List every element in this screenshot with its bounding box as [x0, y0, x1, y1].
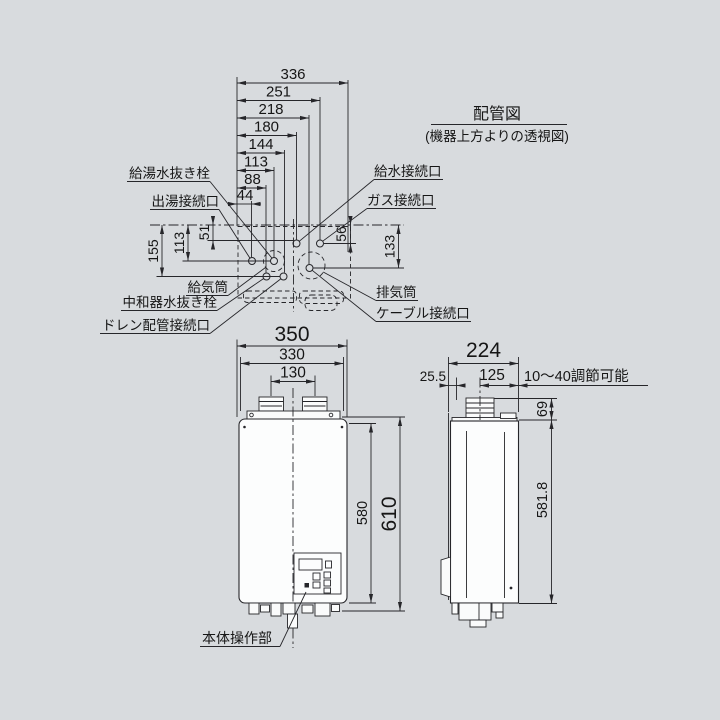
dim-336: 336	[280, 66, 305, 83]
dim-125: 125	[479, 367, 505, 384]
water-supply-port	[292, 239, 301, 248]
front-top-flange	[246, 410, 341, 420]
dim-180: 180	[254, 119, 279, 136]
exhaust-duct-circle	[297, 251, 326, 280]
control-panel-button	[312, 572, 321, 581]
label-drain-pipe-connection: ドレン配管接続口	[102, 317, 210, 333]
hot-water-drain-plug-port	[270, 257, 278, 265]
piping-labels: 給湯水抜き栓 出湯接続口 給気筒 中和器水抜き栓 ドレン配管接続口 給水接続口 …	[100, 163, 471, 334]
label-neutralizer-drain-plug: 中和器水抜き栓	[123, 295, 218, 310]
dim-113-left: 113	[171, 232, 187, 255]
control-panel-button	[323, 579, 331, 587]
front-width-dimensions: 350 330 130	[236, 323, 348, 417]
dim-610: 610	[378, 496, 401, 531]
front-bottom-fittings	[248, 602, 340, 629]
label-cable-connection: ケーブル接続口	[376, 305, 470, 321]
front-fitting-left-dashed	[243, 290, 297, 303]
control-panel-button	[323, 571, 331, 579]
dim-113: 113	[244, 154, 268, 171]
dim-130: 130	[280, 365, 306, 382]
cable-port	[305, 264, 314, 272]
diagram-title-block: 配管図 (機器上方よりの透視図)	[425, 105, 569, 144]
side-view: 224 25.5 125 10〜40調節可能 69 581.8	[420, 339, 648, 628]
front-fitting-right-dashed	[299, 290, 344, 304]
control-panel-display	[298, 558, 323, 571]
dim-51: 51	[196, 225, 212, 241]
flange-screw-left	[249, 412, 254, 418]
side-bottom-fittings	[451, 602, 504, 628]
front-view: 350 330 130 580 610 本体操作部	[200, 323, 405, 648]
dim-44: 44	[237, 187, 254, 204]
dim-224: 224	[466, 339, 501, 362]
label-hot-water-outlet: 出湯接続口	[152, 193, 220, 209]
drain-pipe-port	[279, 272, 288, 281]
side-height-dimensions: 69 581.8	[494, 398, 557, 604]
label-water-supply-connection: 給水接続口	[374, 163, 442, 179]
dim-69: 69	[535, 401, 551, 417]
dim-350: 350	[274, 323, 309, 346]
dim-133: 133	[382, 235, 398, 259]
control-panel-button	[323, 587, 331, 594]
control-panel-button	[312, 581, 321, 589]
front-exhaust-duct-stub	[302, 396, 328, 412]
dim-580: 580	[355, 501, 371, 525]
dim-144: 144	[248, 136, 273, 153]
front-height-dimensions: 580 610	[342, 416, 405, 612]
dim-25-5: 25.5	[420, 369, 446, 384]
label-hot-water-drain-plug: 給湯水抜き栓	[129, 165, 210, 181]
dim-581-8: 581.8	[535, 482, 551, 518]
diagram-title: 配管図	[473, 105, 521, 123]
piping-top-view: 336 251 218 180 144 113 88 44 155 113 51	[100, 66, 569, 334]
control-panel	[293, 552, 342, 595]
side-case	[449, 420, 520, 604]
side-wall-bracket	[440, 556, 451, 598]
dim-330: 330	[279, 347, 305, 364]
side-depth-dimensions: 224 25.5 125 10〜40調節可能	[420, 339, 648, 420]
label-exhaust-duct: 排気筒	[376, 284, 417, 300]
front-intake-duct-stub	[258, 396, 284, 412]
top-dimension-chain: 336 251 218 180 144 113 88 44	[227, 66, 349, 273]
label-control-panel: 本体操作部	[202, 630, 272, 646]
diagram-subtitle: (機器上方よりの透視図)	[425, 129, 569, 144]
dim-88: 88	[244, 171, 261, 188]
label-air-intake-duct: 給気筒	[188, 279, 229, 295]
dim-56: 56	[333, 226, 349, 242]
side-drain-stub	[469, 619, 487, 628]
cable-cover-dashed	[304, 294, 338, 311]
dim-218: 218	[258, 101, 283, 118]
right-dimension-chain: 56 133	[313, 216, 404, 269]
gas-port	[316, 239, 324, 248]
label-gas-connection: ガス接続口	[367, 192, 435, 208]
note-adjustable-range: 10〜40調節可能	[524, 367, 629, 385]
left-dimension-chain: 155 113 51	[145, 216, 294, 277]
dim-251: 251	[266, 84, 291, 101]
dim-155: 155	[145, 239, 161, 263]
flange-screw-right	[328, 412, 334, 418]
unit-outline-dashed	[237, 226, 351, 299]
